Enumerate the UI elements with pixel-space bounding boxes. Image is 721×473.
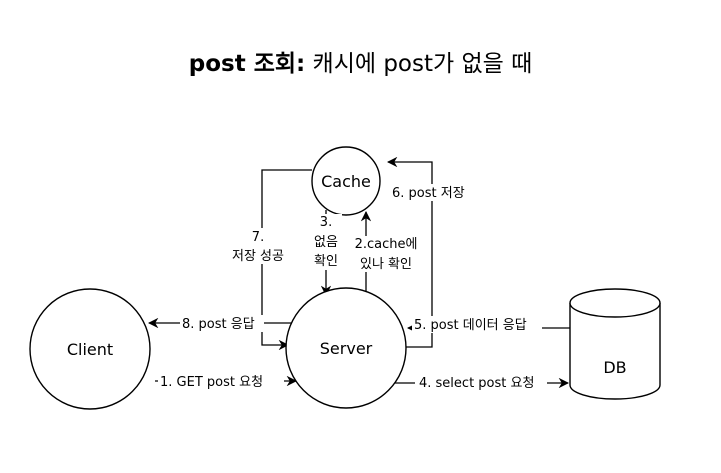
server-node: [285, 287, 407, 409]
edge-3-label-line3: 확인: [314, 254, 338, 269]
db-label: DB: [603, 358, 626, 377]
edge-4-label: 4. select post 요청: [419, 376, 534, 391]
edge-2-label-line2: 있나 확인: [360, 257, 412, 272]
diagram-title: post 조회: 캐시에 post가 없을 때: [0, 44, 721, 78]
edge-3-label-line2: 없음: [314, 235, 338, 250]
edge-6-line: [386, 156, 433, 348]
edge-2-label-line1: 2.cache에: [355, 237, 418, 252]
edge-6-label: 6. post 저장: [392, 186, 465, 201]
client-label: Client: [67, 340, 113, 359]
title-bold: post 조회:: [188, 51, 306, 77]
edge-7-label-line2: 저장 성공: [232, 249, 284, 264]
db-node: [569, 288, 661, 400]
client-node: [29, 288, 151, 410]
edge-3-label-line1: 3.: [320, 215, 332, 230]
edge-5-label: 5. post 데이터 응답: [414, 318, 527, 333]
cache-label: Cache: [321, 172, 371, 191]
cache-node: [311, 146, 381, 216]
edge-8-label: 8. post 응답: [182, 317, 255, 332]
title-rest: 캐시에 post가 없을 때: [305, 51, 533, 77]
server-label: Server: [320, 339, 373, 358]
edge-1-label: 1. GET post 요청: [160, 375, 263, 390]
edge-7-label-line1: 7.: [252, 230, 264, 245]
